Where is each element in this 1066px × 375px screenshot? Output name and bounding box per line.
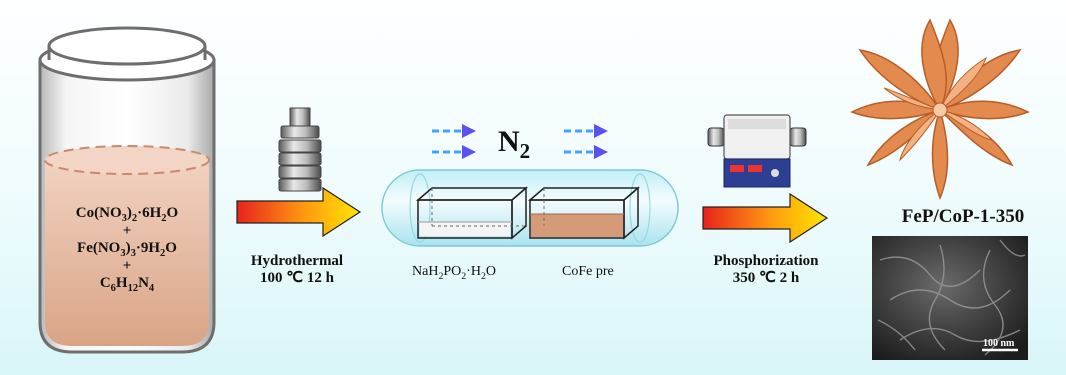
reagent-cobalt-nitrate: Co(NO3)2·6H2O <box>75 205 179 224</box>
flower-morphology <box>850 18 1030 201</box>
arrow-phosphorization <box>702 192 829 244</box>
boat-left <box>415 186 529 240</box>
boat-right <box>527 186 641 240</box>
step-hydrothermal-title: Hydrothermal <box>250 253 344 269</box>
tube-furnace <box>707 114 807 188</box>
step-phosphorization: Phosphorization 350 ℃ 2 h <box>696 253 836 288</box>
reagent-hexamine: C6H12N4 <box>99 275 155 294</box>
sem-image <box>872 236 1028 360</box>
arrow-hydrothermal <box>236 186 362 238</box>
scale-bar-label: 100 nm <box>983 338 1015 349</box>
gas-label: N2 <box>498 125 531 163</box>
autoclave <box>278 107 322 192</box>
step-phosphorization-conditions: 350 ℃ 2 h <box>732 270 800 287</box>
gas-flow-arrows <box>432 124 608 159</box>
step-hydrothermal-conditions: 100 ℃ 12 h <box>260 270 334 287</box>
reagent-plus-2: + <box>122 258 132 274</box>
step-hydrothermal: Hydrothermal 100 ℃ 12 h <box>232 253 362 288</box>
reagent-iron-nitrate: Fe(NO3)3·9H2O <box>77 240 177 259</box>
boat-left-label: NaH2PO2·H2O <box>412 264 496 282</box>
reagent-plus-1: + <box>122 223 132 239</box>
product-label: FeP/CoP-1-350 <box>901 206 1025 227</box>
step-phosphorization-title: Phosphorization <box>713 253 819 269</box>
reaction-jar <box>38 26 216 354</box>
boat-right-label: CoFe pre <box>562 264 614 279</box>
